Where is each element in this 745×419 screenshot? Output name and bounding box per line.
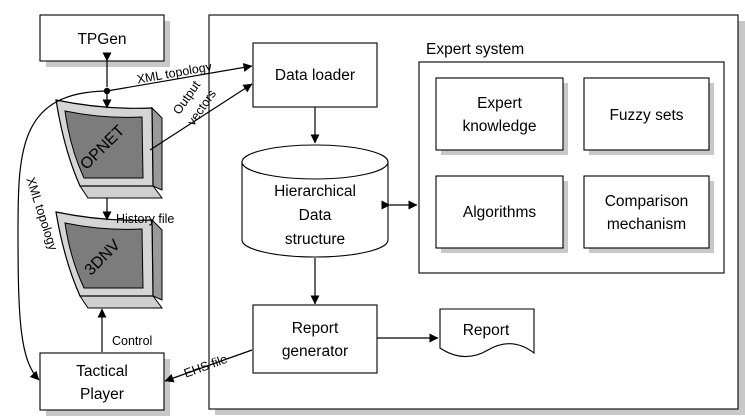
expert-knowledge-box: Expert knowledge [435, 77, 568, 155]
expert-knowledge-line1: Expert [477, 95, 522, 112]
report-generator-line1: Report [292, 320, 339, 337]
data-loader-label: Data loader [275, 67, 355, 84]
tactical-player-line2: Player [80, 386, 124, 403]
3dnv-monitor-icon: 3DNV [55, 211, 163, 309]
comparison-box: Comparison mechanism [583, 175, 714, 253]
report-generator-line2: generator [282, 343, 348, 360]
ehs-file-arrow [164, 349, 253, 383]
algorithms-label: Algorithms [463, 204, 536, 221]
output-vectors-arrow [149, 83, 253, 151]
opnet-monitor-icon: OPNET [55, 99, 163, 199]
xml-topology-side-label: XML topology [23, 175, 60, 252]
fuzzy-sets-box: Fuzzy sets [583, 77, 714, 155]
data-loader-box: Data loader [252, 42, 378, 108]
expert-knowledge-line2: knowledge [462, 118, 536, 135]
hds-line1: Hierarchical [274, 183, 356, 200]
comparison-line1: Comparison [605, 193, 689, 210]
tactical-player-line1: Tactical [76, 363, 128, 380]
hds-cylinder: Hierarchical Data structure [241, 144, 389, 258]
hds-line2: Data [299, 207, 332, 224]
comparison-line2: mechanism [607, 216, 686, 233]
control-label: Control [112, 334, 152, 348]
tpgen-label: TPGen [77, 31, 126, 48]
algorithms-box: Algorithms [435, 175, 568, 253]
report-generator-box: Report generator [252, 304, 378, 374]
expert-system-title: Expert system [426, 41, 524, 58]
report-document: Report [439, 308, 535, 358]
fuzzy-sets-label: Fuzzy sets [609, 107, 683, 124]
report-label: Report [463, 322, 510, 339]
hds-line3: structure [285, 231, 345, 248]
xml-topology-arrow [106, 63, 253, 92]
history-file-label: History file [116, 212, 174, 226]
xml-topology-side-arrow [17, 90, 108, 381]
tactical-player-box: Tactical Player [39, 352, 170, 416]
tpgen-box: TPGen [39, 14, 170, 67]
